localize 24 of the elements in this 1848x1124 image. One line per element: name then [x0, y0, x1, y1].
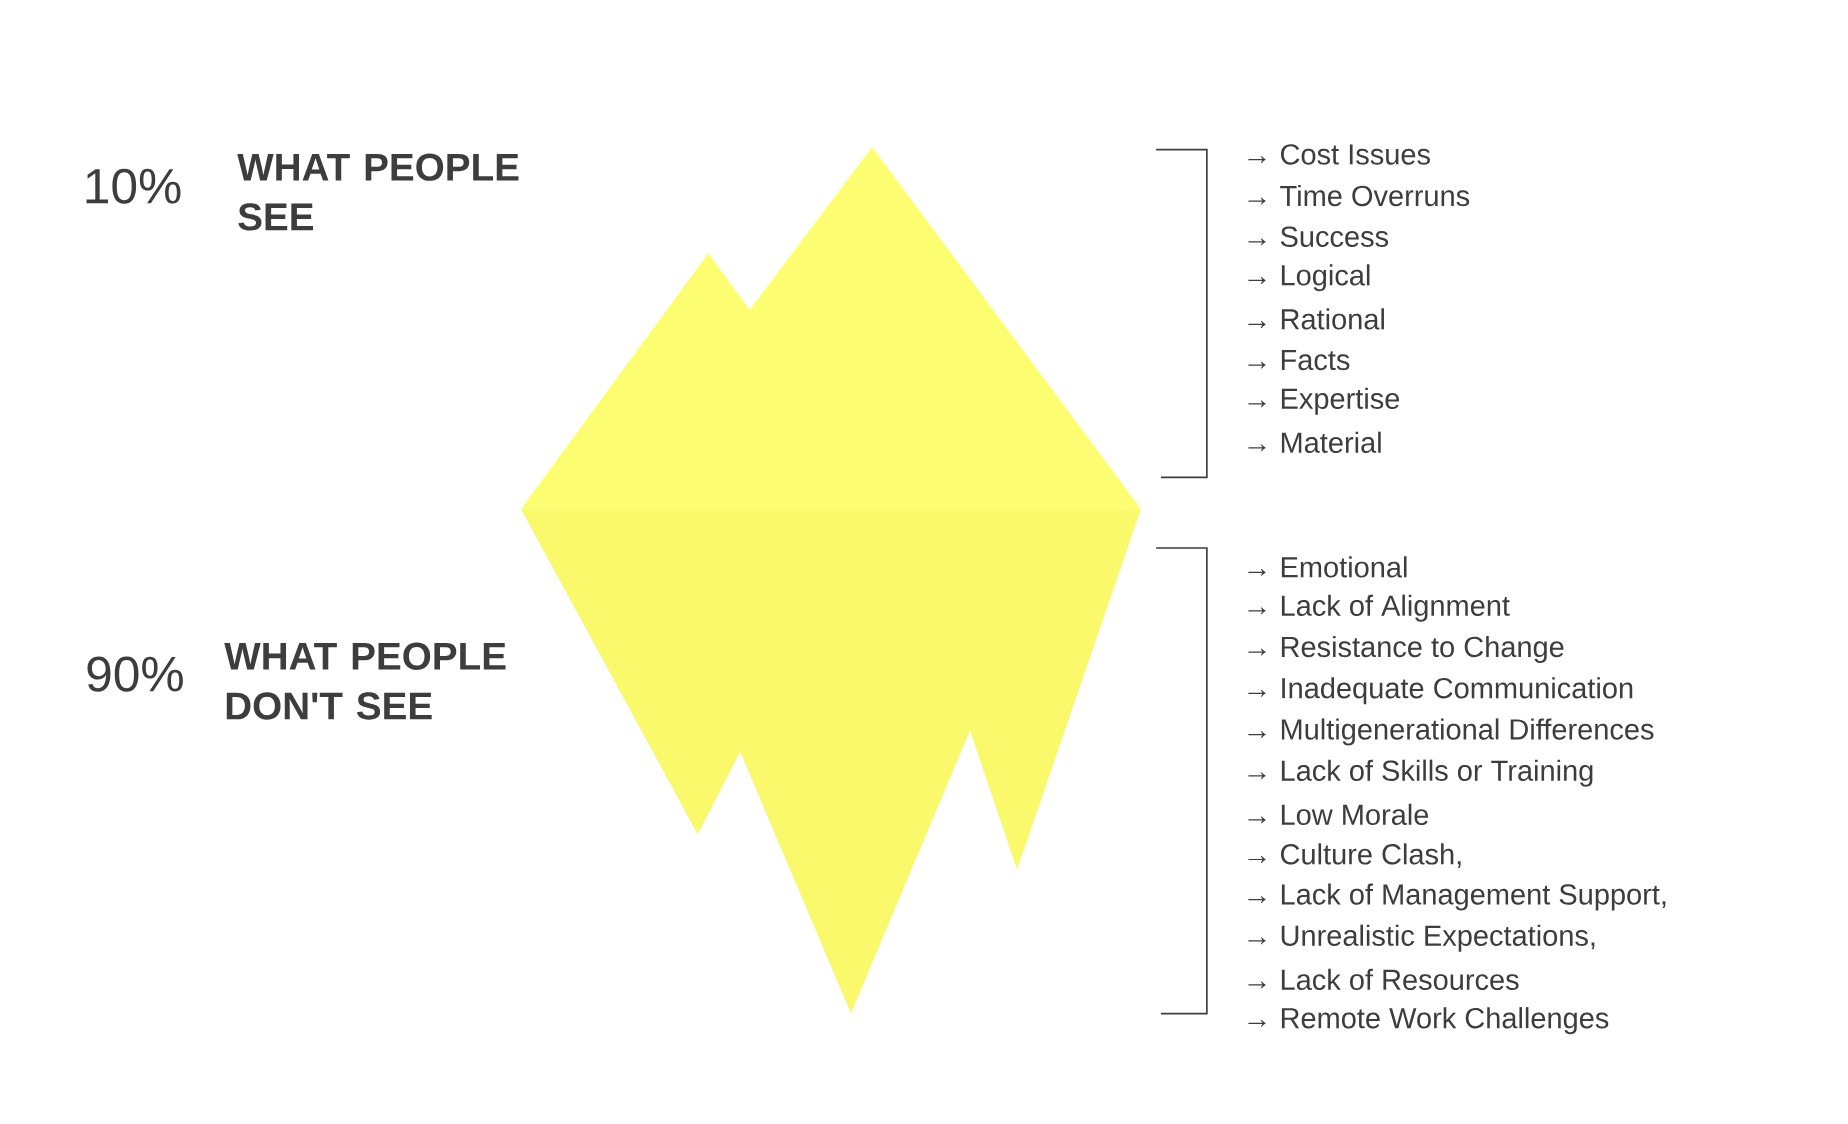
list-item: → Remote Work Challenges: [1248, 1006, 1609, 1034]
list-item: → Lack of Skills or Training: [1248, 759, 1593, 787]
list-item: → Lack of Alignment: [1248, 594, 1510, 622]
list-item: → Unrealistic Expectations,: [1248, 924, 1595, 952]
list-item: → Material: [1248, 431, 1381, 453]
list-item: → Culture Clash,: [1248, 843, 1461, 868]
list-item: → Multigenerational Differences: [1248, 718, 1654, 746]
percentage-label: 90%: [87, 656, 183, 692]
list-item: → Time Overruns: [1248, 184, 1470, 206]
list-item: → Resistance to Change: [1248, 635, 1564, 663]
list-item: → Cost Issues: [1248, 143, 1430, 165]
list-item: → Low Morale: [1248, 803, 1429, 825]
percentage-label: 10%: [86, 168, 181, 204]
list-item: → Facts: [1248, 349, 1350, 370]
list-item: → Inadequate Communication: [1248, 676, 1633, 704]
heading: WHAT PEOPLE SEE: [237, 153, 519, 231]
list-item: → Expertise: [1248, 387, 1400, 415]
list-item: → Lack of Management Support,: [1248, 883, 1666, 911]
list-item: → Emotional: [1248, 556, 1407, 578]
list-item: → Logical: [1248, 264, 1370, 292]
heading: WHAT PEOPLE DON'T SEE: [224, 642, 506, 720]
list-item: → Rational: [1248, 308, 1384, 330]
list-item: → Lack of Resources: [1248, 968, 1519, 990]
list-item: → Success: [1248, 226, 1389, 247]
